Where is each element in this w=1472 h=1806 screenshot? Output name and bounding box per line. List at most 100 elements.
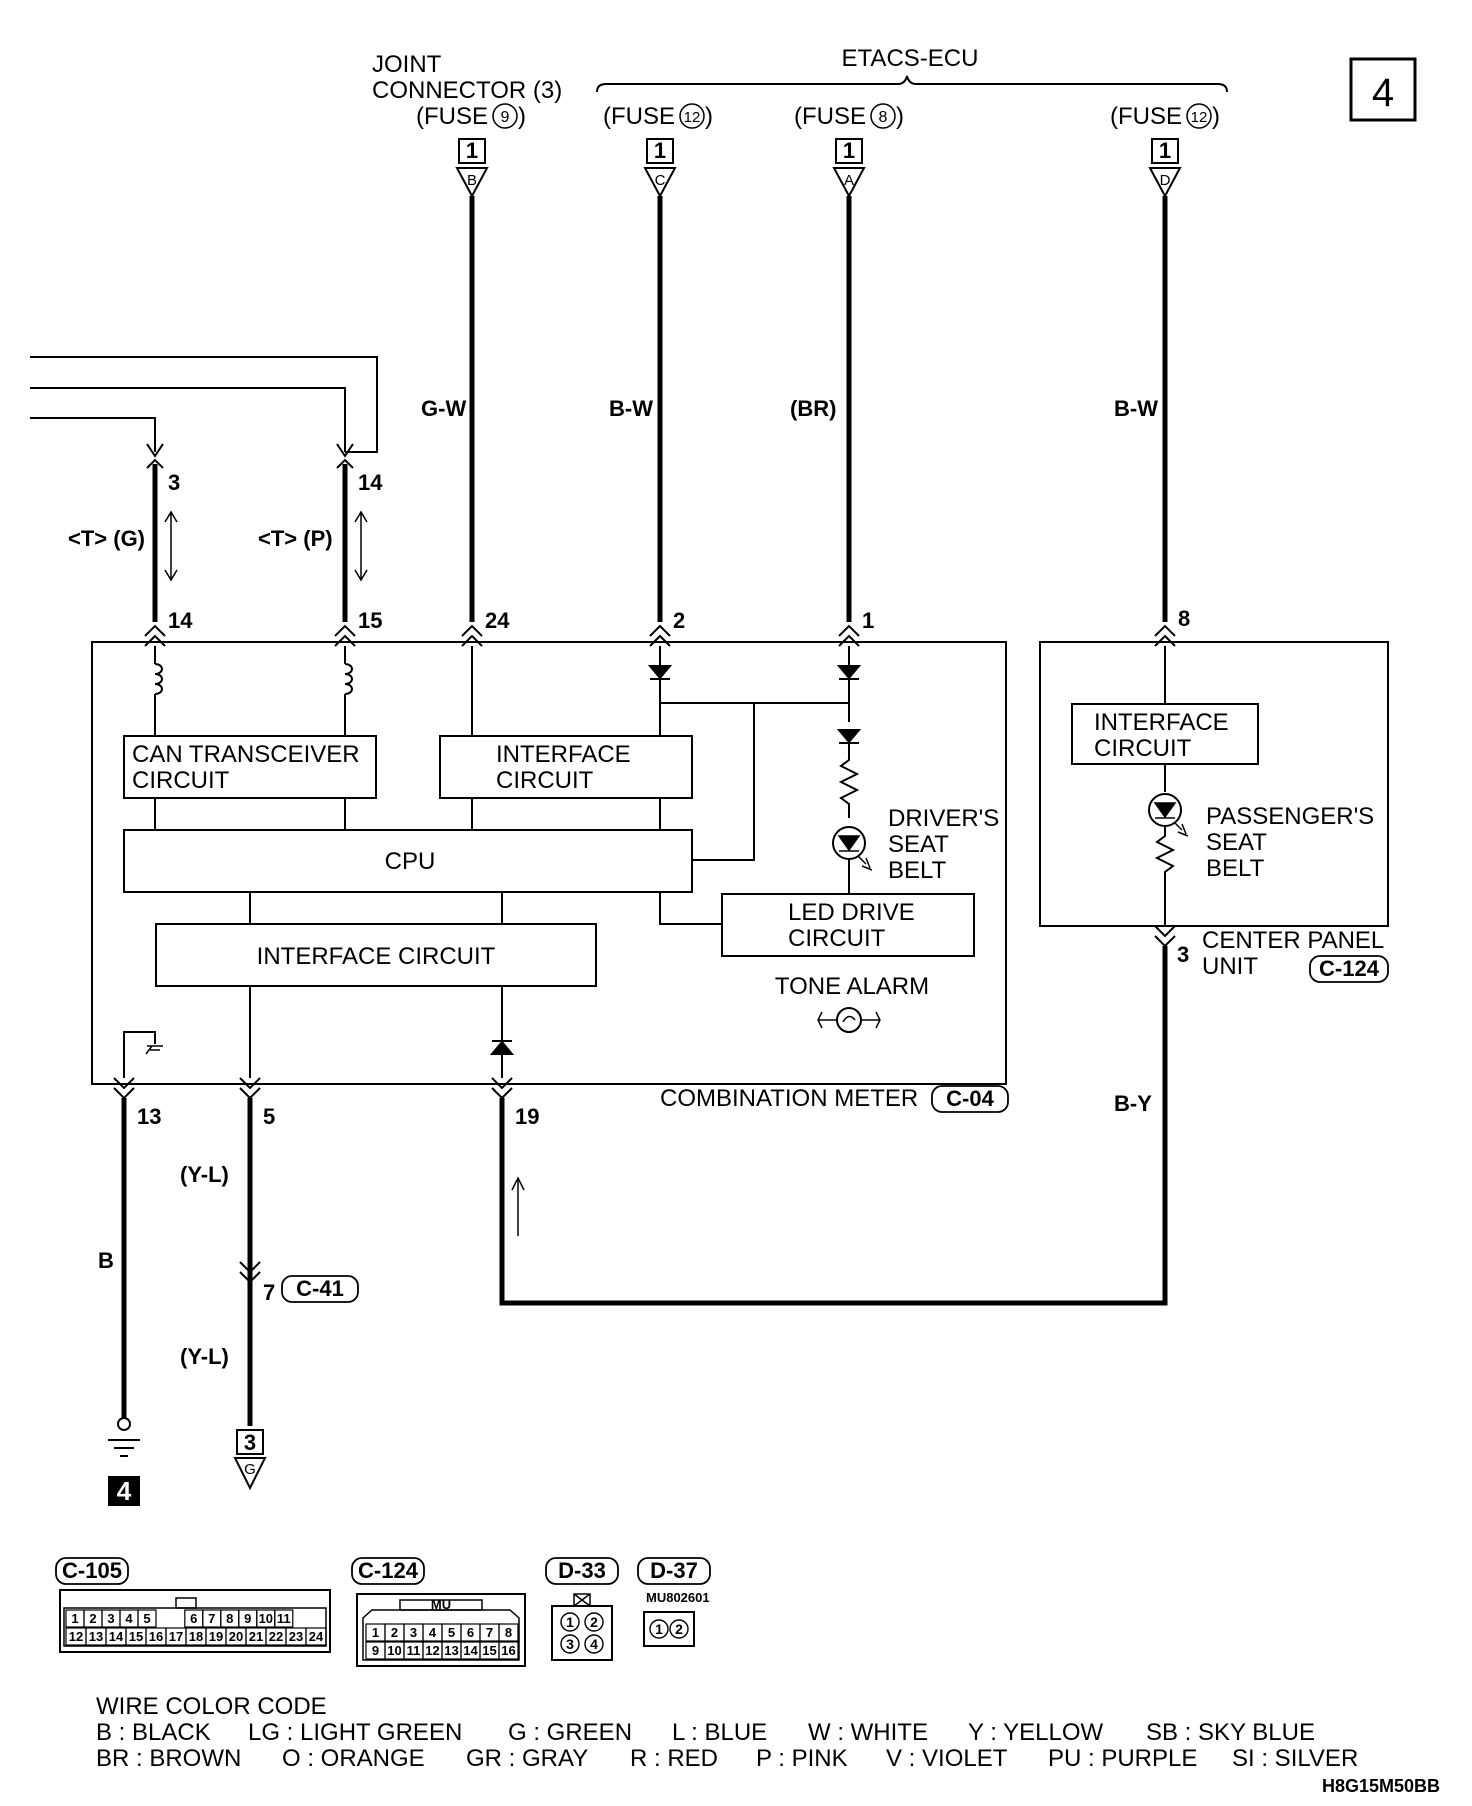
connector-pin: 20 xyxy=(225,1627,247,1646)
svg-text:3: 3 xyxy=(410,1625,417,1640)
led-drive-label-1: LED DRIVE xyxy=(788,899,915,926)
svg-text:3: 3 xyxy=(566,1636,574,1652)
pin-cp-3: 3 xyxy=(1177,942,1189,967)
svg-text:11: 11 xyxy=(277,1611,291,1626)
pin-j7: 7 xyxy=(263,1280,275,1305)
pin-2: 2 xyxy=(673,608,685,633)
connector-pin: 1 xyxy=(649,1619,669,1639)
connector-pin: 19 xyxy=(205,1627,227,1646)
pin-top-3: 3 xyxy=(168,470,180,495)
svg-text:(FUSE: (FUSE xyxy=(1110,103,1182,130)
combination-meter-label: COMBINATION METER xyxy=(660,1085,918,1112)
passenger-seat-belt-label-3: BELT xyxy=(1206,855,1265,882)
svg-text:C-105: C-105 xyxy=(62,1558,122,1583)
can-transceiver-label-2: CIRCUIT xyxy=(132,767,230,794)
svg-text:15: 15 xyxy=(129,1629,143,1644)
can-arrow-left xyxy=(146,443,164,458)
svg-text:20: 20 xyxy=(229,1629,243,1644)
junction-c41-code: C-41 xyxy=(281,1275,359,1303)
svg-text:8: 8 xyxy=(226,1611,233,1626)
svg-text:8: 8 xyxy=(879,109,888,126)
wire-label-y-l-upper: (Y-L) xyxy=(180,1162,229,1187)
legend-entry: L : BLUE xyxy=(672,1719,767,1746)
connector-pin: 23 xyxy=(285,1627,307,1646)
svg-text:): ) xyxy=(896,103,904,130)
wire-label-t-p: <T> (P) xyxy=(258,526,333,551)
cpu-box xyxy=(123,829,693,893)
connector-pin: 1 xyxy=(65,1609,85,1628)
legend-entry: W : WHITE xyxy=(808,1719,928,1746)
connector-d37-frame xyxy=(643,1611,695,1647)
svg-text:16: 16 xyxy=(501,1643,515,1658)
connector-d37-code: D-37 xyxy=(637,1557,711,1585)
svg-text:24: 24 xyxy=(309,1629,324,1644)
connector-pin: 1 xyxy=(365,1623,386,1642)
svg-text:22: 22 xyxy=(269,1629,283,1644)
connector-letter-b: B xyxy=(467,172,477,189)
connector-triangle-d xyxy=(1148,167,1182,199)
chevron-cp3 xyxy=(1154,925,1176,948)
connector-pin: 7 xyxy=(202,1609,222,1628)
connector-pin: 3 xyxy=(560,1634,580,1654)
connector-d33-code: D-33 xyxy=(545,1557,619,1585)
connector-pin: 8 xyxy=(498,1623,519,1642)
svg-text:4: 4 xyxy=(429,1625,437,1640)
connector-pin: 6 xyxy=(184,1609,204,1628)
center-panel-box xyxy=(1039,641,1389,927)
svg-text:6: 6 xyxy=(190,1611,197,1626)
svg-text:4: 4 xyxy=(590,1636,598,1652)
wire-label-b-w-right: B-W xyxy=(1114,396,1158,421)
legend-entry: Y : YELLOW xyxy=(968,1719,1104,1746)
ground-symbol xyxy=(108,1439,140,1457)
figure-code: H8G15M50BB xyxy=(1322,1776,1440,1796)
connector-pin: 2 xyxy=(384,1623,405,1642)
legend-entry: SI : SILVER xyxy=(1232,1745,1358,1772)
svg-text:(FUSE: (FUSE xyxy=(603,103,675,130)
pin-15: 15 xyxy=(358,608,382,633)
interface-circuit-lower-label: INTERFACE CIRCUIT xyxy=(257,943,496,970)
etacs-brace xyxy=(596,75,1228,93)
connector-pin: 6 xyxy=(460,1623,481,1642)
pin-1: 1 xyxy=(862,608,874,633)
connector-pin: 11 xyxy=(403,1641,424,1660)
tone-alarm-icon xyxy=(836,1007,862,1033)
fuse-box-4 xyxy=(1151,138,1179,164)
pin-top-14: 14 xyxy=(358,470,383,495)
etacs-ecu-label: ETACS-ECU xyxy=(842,45,979,72)
connector-pin: 16 xyxy=(498,1641,519,1660)
connector-pin: 8 xyxy=(220,1609,240,1628)
svg-text:12: 12 xyxy=(425,1643,439,1658)
connector-pin: 11 xyxy=(274,1609,294,1628)
combination-meter-code: C-04 xyxy=(931,1085,1009,1113)
connector-c124-tag: MU xyxy=(431,1597,451,1612)
cpu-label: CPU xyxy=(385,848,436,875)
center-interface-label-1: INTERFACE xyxy=(1094,709,1229,736)
connector-pin: 24 xyxy=(305,1627,327,1646)
center-panel-code: C-124 xyxy=(1309,955,1389,983)
svg-text:1: 1 xyxy=(655,1621,663,1637)
svg-text:18: 18 xyxy=(189,1629,203,1644)
svg-text:3: 3 xyxy=(107,1611,114,1626)
driver-seat-belt-label-3: BELT xyxy=(888,857,947,884)
fuse-box-1 xyxy=(458,138,486,164)
connector-triangle-c xyxy=(643,167,677,199)
pin-8: 8 xyxy=(1178,606,1190,631)
svg-text:D-33: D-33 xyxy=(558,1558,606,1583)
svg-text:15: 15 xyxy=(482,1643,496,1658)
legend-entry: GR : GRAY xyxy=(466,1745,588,1772)
connector-triangle-a xyxy=(832,167,866,199)
connector-triangle-b xyxy=(455,167,489,199)
svg-text:10: 10 xyxy=(387,1643,401,1658)
tone-alarm-label: TONE ALARM xyxy=(775,973,929,1000)
svg-text:2: 2 xyxy=(675,1621,683,1637)
coil-left xyxy=(154,646,163,736)
ground-number-box xyxy=(108,1476,140,1506)
svg-text:13: 13 xyxy=(89,1629,103,1644)
fuse-box-2-number: 1 xyxy=(654,138,666,163)
connector-pin: 16 xyxy=(145,1627,167,1646)
svg-text:): ) xyxy=(1212,103,1220,130)
connector-pin: 2 xyxy=(584,1612,604,1632)
can-bus-line-mid xyxy=(30,387,346,452)
